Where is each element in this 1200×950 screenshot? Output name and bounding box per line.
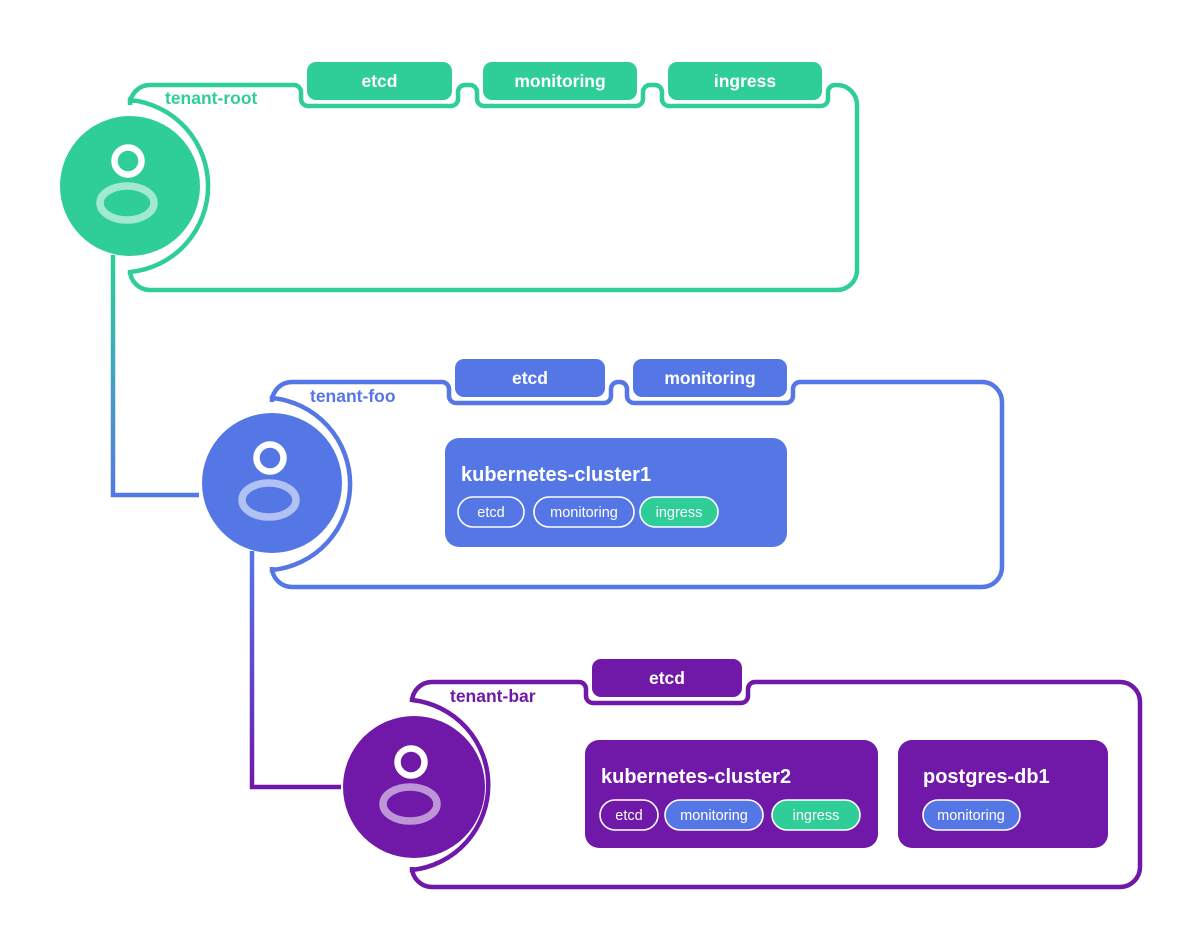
resource-pill-ingress-label: ingress [793, 808, 840, 824]
tenant-bar-border [409, 679, 1143, 890]
resource-pill-etcd [457, 496, 525, 528]
resource-pill-monitoring-label: monitoring [937, 808, 1005, 824]
tenant-root-tag-monitoring [483, 62, 637, 100]
resource-pill-monitoring [922, 799, 1021, 831]
tenant-bar-tag-etcd [592, 659, 742, 697]
resource-title: kubernetes-cluster1 [461, 464, 651, 486]
resource-pill-monitoring [664, 799, 764, 831]
avatar-body [379, 783, 441, 825]
avatar-head [253, 441, 287, 475]
tenant-foo-tag-etcd [455, 359, 605, 397]
resource-card-postgres-db1: postgres-db1 monitoring [898, 740, 1108, 848]
connector-root-to-foo [110, 255, 199, 498]
resource-title: kubernetes-cluster2 [601, 766, 791, 788]
resource-card [445, 438, 787, 547]
resource-card [585, 740, 878, 848]
resource-pill-etcd [599, 799, 659, 831]
resource-card-kubernetes-cluster1: kubernetes-cluster1 etcd monitoring ingr… [445, 438, 787, 547]
tenant-root-tag-etcd [307, 62, 452, 100]
tenant-foo-group: etcd monitoring tenant-foo kubernetes-cl… [202, 359, 1005, 590]
tenant-bar-user-avatar-icon [343, 716, 485, 858]
resource-pill-monitoring-label: monitoring [680, 808, 748, 824]
tenant-foo-user-avatar-icon [202, 413, 342, 553]
tenant-bar-group: etcd tenant-bar kubernetes-cluster2 etcd… [343, 659, 1143, 890]
avatar-body [96, 182, 158, 224]
tenant-root-tag-ingress [668, 62, 822, 100]
avatar-body [238, 479, 300, 521]
tenant-root-user-avatar-icon [60, 116, 200, 256]
tenant-root-group: etcd monitoring ingress tenant-root [60, 62, 860, 293]
resource-card-kubernetes-cluster2: kubernetes-cluster2 etcd monitoring ingr… [585, 740, 878, 848]
resource-pill-ingress [771, 799, 861, 831]
tenant-root-name: tenant-root [165, 88, 258, 108]
tenant-root-tag-etcd-label: etcd [362, 71, 398, 91]
tenant-root-border [127, 82, 860, 293]
tenant-foo-tag-etcd-label: etcd [512, 368, 548, 388]
tenant-bar-tag-etcd-label: etcd [649, 668, 685, 688]
resource-pill-etcd-label: etcd [477, 505, 504, 521]
avatar-head [394, 745, 428, 779]
tenant-root-tag-ingress-label: ingress [714, 71, 777, 91]
tenant-foo-name: tenant-foo [310, 386, 396, 406]
avatar-head [111, 144, 145, 178]
resource-pill-monitoring [533, 496, 635, 528]
tenant-foo-tag-monitoring-label: monitoring [664, 368, 755, 388]
resource-pill-ingress-label: ingress [656, 505, 703, 521]
tenant-foo-border [269, 379, 1005, 590]
tenant-foo-tag-monitoring [633, 359, 787, 397]
resource-pill-monitoring-label: monitoring [550, 505, 618, 521]
resource-pill-etcd-label: etcd [615, 808, 642, 824]
resource-title: postgres-db1 [923, 766, 1050, 788]
resource-pill-ingress [639, 496, 719, 528]
resource-card [898, 740, 1108, 848]
tenant-root-tag-monitoring-label: monitoring [514, 71, 605, 91]
connector-foo-to-bar [249, 551, 341, 790]
tenant-bar-name: tenant-bar [450, 686, 536, 706]
